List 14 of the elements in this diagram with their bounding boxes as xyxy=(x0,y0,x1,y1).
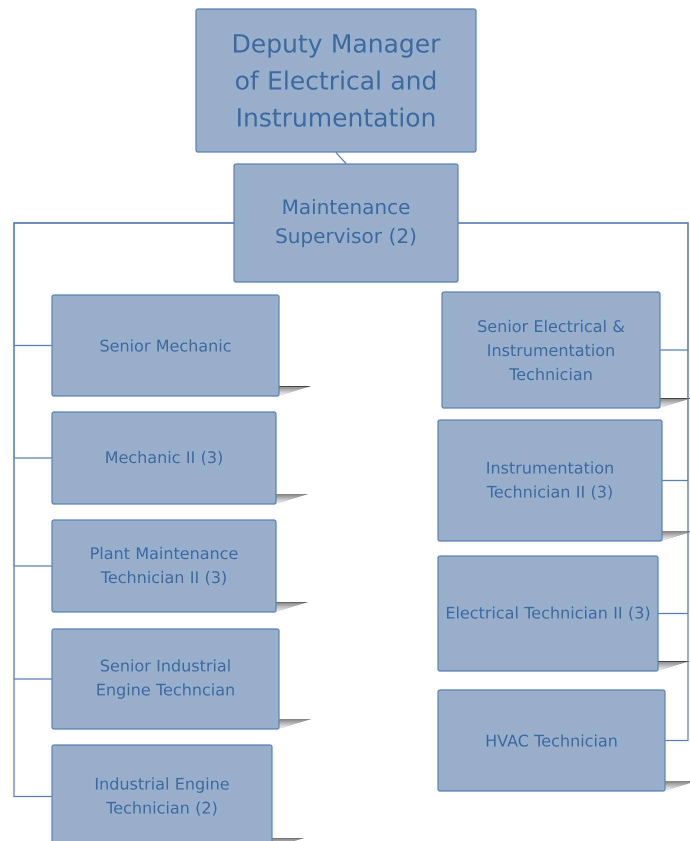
position-box: Industrial Engine Technician (2) xyxy=(51,744,304,841)
position-box: Electrical Technician II (3) xyxy=(437,555,690,672)
connector-line xyxy=(336,152,346,164)
position-box: Senior Mechanic xyxy=(51,294,311,397)
position-box: HVAC Technician xyxy=(437,689,690,792)
position-box: Maintenance Supervisor (2) xyxy=(233,163,459,283)
position-box: Senior Electrical & Instrumentation Technician xyxy=(441,291,690,409)
connector-line xyxy=(458,222,689,742)
position-box: Senior Industrial Engine Techncian xyxy=(51,628,311,730)
position-box: Instrumentation Technician II (3) xyxy=(437,419,690,542)
connector-line xyxy=(13,222,234,798)
title-box: Deputy Manager of Electrical and Instrumentation xyxy=(195,8,477,153)
position-box: Plant Maintenance Technician II (3) xyxy=(51,519,308,613)
position-box: Mechanic II (3) xyxy=(51,411,308,505)
